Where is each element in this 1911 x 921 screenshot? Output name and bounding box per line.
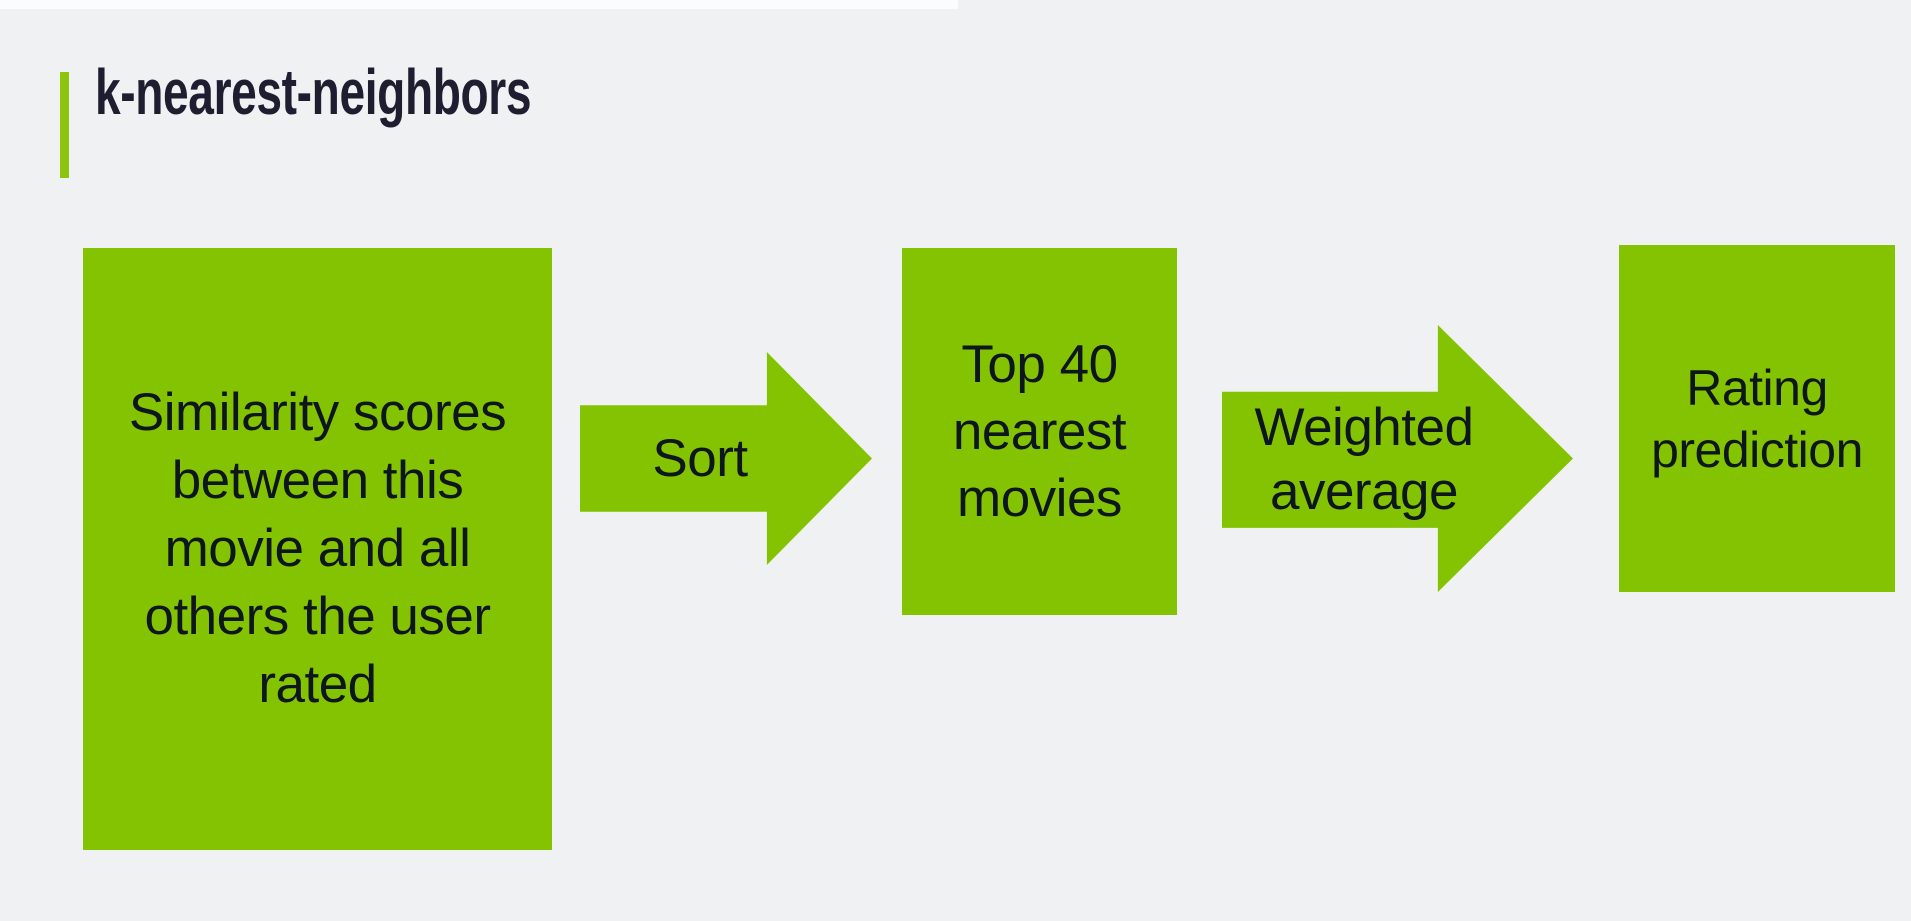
page-title: k-nearest-neighbors <box>95 56 532 128</box>
flow-box-text-line: nearest <box>952 402 1127 461</box>
flow-box-top-40-nearest-movies: Top 40 nearest movies <box>902 248 1177 615</box>
flow-arrow-text-line: Sort <box>652 428 748 488</box>
flow-box-text-line: Rating <box>1686 359 1828 416</box>
top-edge-strip <box>0 0 958 9</box>
flow-arrow-text-line: Weighted <box>1254 397 1474 457</box>
flow-box-text-line: Top 40 <box>961 335 1118 394</box>
flow-arrow-weighted-average-label: Weighted average <box>1222 392 1506 527</box>
flow-box-text-line: between this <box>171 451 464 510</box>
title-accent-bar <box>60 72 69 178</box>
flow-box-similarity-scores: Similarity scores between this movie and… <box>83 248 552 850</box>
flow-arrow-text-line: average <box>1269 461 1459 521</box>
flow-box-text-line: Similarity scores <box>128 383 507 442</box>
flow-box-text-line: movie and all <box>164 519 471 578</box>
flow-box-text-line: rated <box>258 655 377 714</box>
flow-box-text-line: movies <box>957 469 1122 528</box>
flow-arrow-sort-label: Sort <box>580 405 820 512</box>
flow-box-rating-prediction: Rating prediction <box>1619 245 1895 592</box>
flow-box-text-line: others the user <box>144 587 491 646</box>
flow-box-text-line: prediction <box>1651 421 1863 478</box>
